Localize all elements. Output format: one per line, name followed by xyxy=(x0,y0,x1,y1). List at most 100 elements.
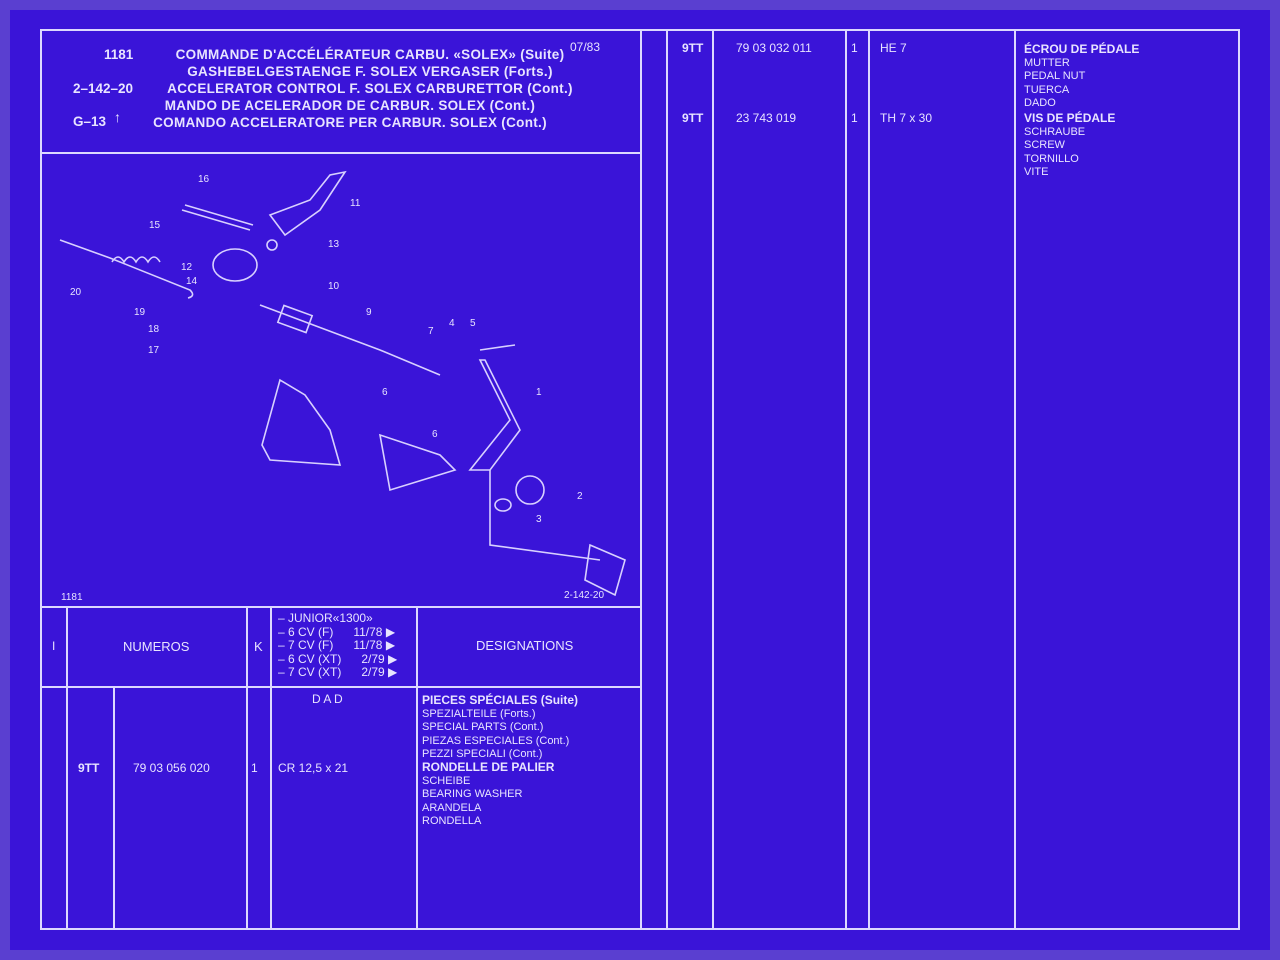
text-line: PIECES SPÉCIALES (Suite) xyxy=(422,693,579,707)
callout: 5 xyxy=(470,318,476,329)
cell-qty: 1 xyxy=(851,41,858,55)
model-line: – 7 CV (F) 11/78 ▶ xyxy=(278,638,396,652)
diagram-ref: 1181 xyxy=(61,592,83,603)
text-line: SPECIAL PARTS (Cont.) xyxy=(422,721,544,733)
callout: 2 xyxy=(577,491,583,502)
model-line: – 7 CV (XT) 2/79 ▶ xyxy=(278,665,398,679)
model-line: – 6 CV (XT) 2/79 ▶ xyxy=(278,651,398,666)
cell-designation: ÉCROU DE PÉDALE MUTTER PEDAL NUT TUERCA … xyxy=(1024,42,1140,111)
model-line: – JUNIOR«1300» xyxy=(278,611,373,625)
callout: 3 xyxy=(536,514,542,525)
callout: 16 xyxy=(198,174,210,185)
diagram-code: 2-142-20 xyxy=(564,590,605,601)
divider xyxy=(1014,29,1016,930)
divider xyxy=(40,686,641,688)
cell-designation: RONDELLE DE PALIER SCHEIBE BEARING WASHE… xyxy=(422,760,554,829)
title-en: ACCELERATOR CONTROL F. SOLEX CARBURETTOR… xyxy=(167,81,573,96)
divider xyxy=(66,606,68,929)
divider xyxy=(845,29,847,930)
callout: 6 xyxy=(382,387,388,398)
callout: 13 xyxy=(328,239,340,250)
divider xyxy=(40,606,641,608)
callout: 9 xyxy=(366,307,372,318)
bracket-lever xyxy=(268,170,347,237)
text-line: MUTTER xyxy=(1024,56,1070,69)
text-line: RONDELLA xyxy=(422,815,482,827)
callout: 10 xyxy=(328,281,340,292)
section-title: PIECES SPÉCIALES (Suite) SPEZIALTEILE (F… xyxy=(422,693,579,762)
cell-spec: CR 12,5 x 21 xyxy=(278,761,349,775)
divider xyxy=(666,29,668,930)
cell-part-number: 23 743 019 xyxy=(736,111,797,125)
cell-qty: 1 xyxy=(851,111,858,125)
bushing xyxy=(515,475,545,505)
divider xyxy=(40,152,641,154)
text-line: PEDAL NUT xyxy=(1024,70,1086,82)
divider xyxy=(712,29,714,930)
text-line: TORNILLO xyxy=(1024,152,1079,165)
accelerator-cable xyxy=(259,304,441,376)
text-line: PEZZI SPECIALI (Cont.) xyxy=(422,748,543,760)
cell-i: 9TT xyxy=(682,41,704,55)
divider xyxy=(270,606,272,929)
title-de: GASHEBELGESTAENGE F. SOLEX VERGASER (For… xyxy=(187,64,553,79)
callout: 7 xyxy=(428,326,434,337)
section-ref: 1181 xyxy=(104,47,134,62)
callout: 12 xyxy=(181,262,193,273)
title-it: COMANDO ACCELERATORE PER CARBUR. SOLEX (… xyxy=(153,115,547,130)
support-bracket xyxy=(378,433,457,492)
arrow-up-icon: ↑ xyxy=(114,109,121,125)
text-line: SCREW xyxy=(1024,139,1065,151)
divider xyxy=(640,29,642,930)
divider xyxy=(40,928,1239,930)
mounting-plate xyxy=(261,378,342,466)
lever-plate xyxy=(212,248,258,282)
callout: 6 xyxy=(432,429,438,440)
callout: 11 xyxy=(350,198,361,209)
page-code: 2–142–20 xyxy=(73,81,134,96)
callout: 15 xyxy=(149,220,161,231)
cell-designation: VIS DE PÉDALE SCHRAUBE SCREW TORNILLO VI… xyxy=(1024,111,1115,180)
return-spring xyxy=(59,239,194,299)
pedal-pad xyxy=(584,543,626,597)
text-line: ARANDELA xyxy=(422,801,482,814)
text-line: VITE xyxy=(1024,166,1049,178)
cell-spec: TH 7 x 30 xyxy=(880,111,933,125)
callout: 20 xyxy=(70,287,82,298)
divider xyxy=(40,29,1239,31)
pedal-rod xyxy=(489,470,601,561)
group-code: G–13 xyxy=(73,114,107,129)
divider xyxy=(1238,29,1240,930)
link-rod xyxy=(181,204,254,231)
model-applicability: – JUNIOR«1300» – 6 CV (F) 11/78 ▶ – 7 CV… xyxy=(278,611,398,680)
divider xyxy=(40,29,42,930)
callout: 14 xyxy=(186,276,198,287)
title-fr: COMMANDE D'ACCÉLÉRATEUR CARBU. «SOLEX» (… xyxy=(175,47,565,62)
divider xyxy=(868,29,870,930)
col-header-numeros: NUMEROS xyxy=(123,639,190,654)
cell-spec: HE 7 xyxy=(880,41,907,55)
text-line: ÉCROU DE PÉDALE xyxy=(1024,42,1140,56)
cell-i: 9TT xyxy=(682,111,704,125)
callout: 4 xyxy=(449,318,455,329)
title-es: MANDO DE ACELERADOR DE CARBUR. SOLEX (Co… xyxy=(164,98,536,113)
cell-qty: 1 xyxy=(251,761,258,775)
callout: 18 xyxy=(148,324,160,335)
model-line: – 6 CV (F) 11/78 ▶ xyxy=(278,624,396,639)
callout: 19 xyxy=(134,307,146,318)
col-header-i: I xyxy=(52,639,56,653)
callout: 1 xyxy=(536,387,542,398)
divider xyxy=(113,686,115,929)
text-line: PIEZAS ESPECIALES (Cont.) xyxy=(422,734,570,747)
text-line: DADO xyxy=(1024,97,1056,109)
pedal-arm xyxy=(468,359,521,471)
cell-part-number: 79 03 056 020 xyxy=(133,761,210,775)
text-line: SCHRAUBE xyxy=(1024,125,1086,138)
callout: 17 xyxy=(148,345,160,356)
text-line: TUERCA xyxy=(1024,83,1070,96)
col-header-k: K xyxy=(254,639,263,654)
cell-part-number: 79 03 032 011 xyxy=(736,41,812,55)
date: 07/83 xyxy=(570,40,601,54)
divider xyxy=(246,606,248,929)
